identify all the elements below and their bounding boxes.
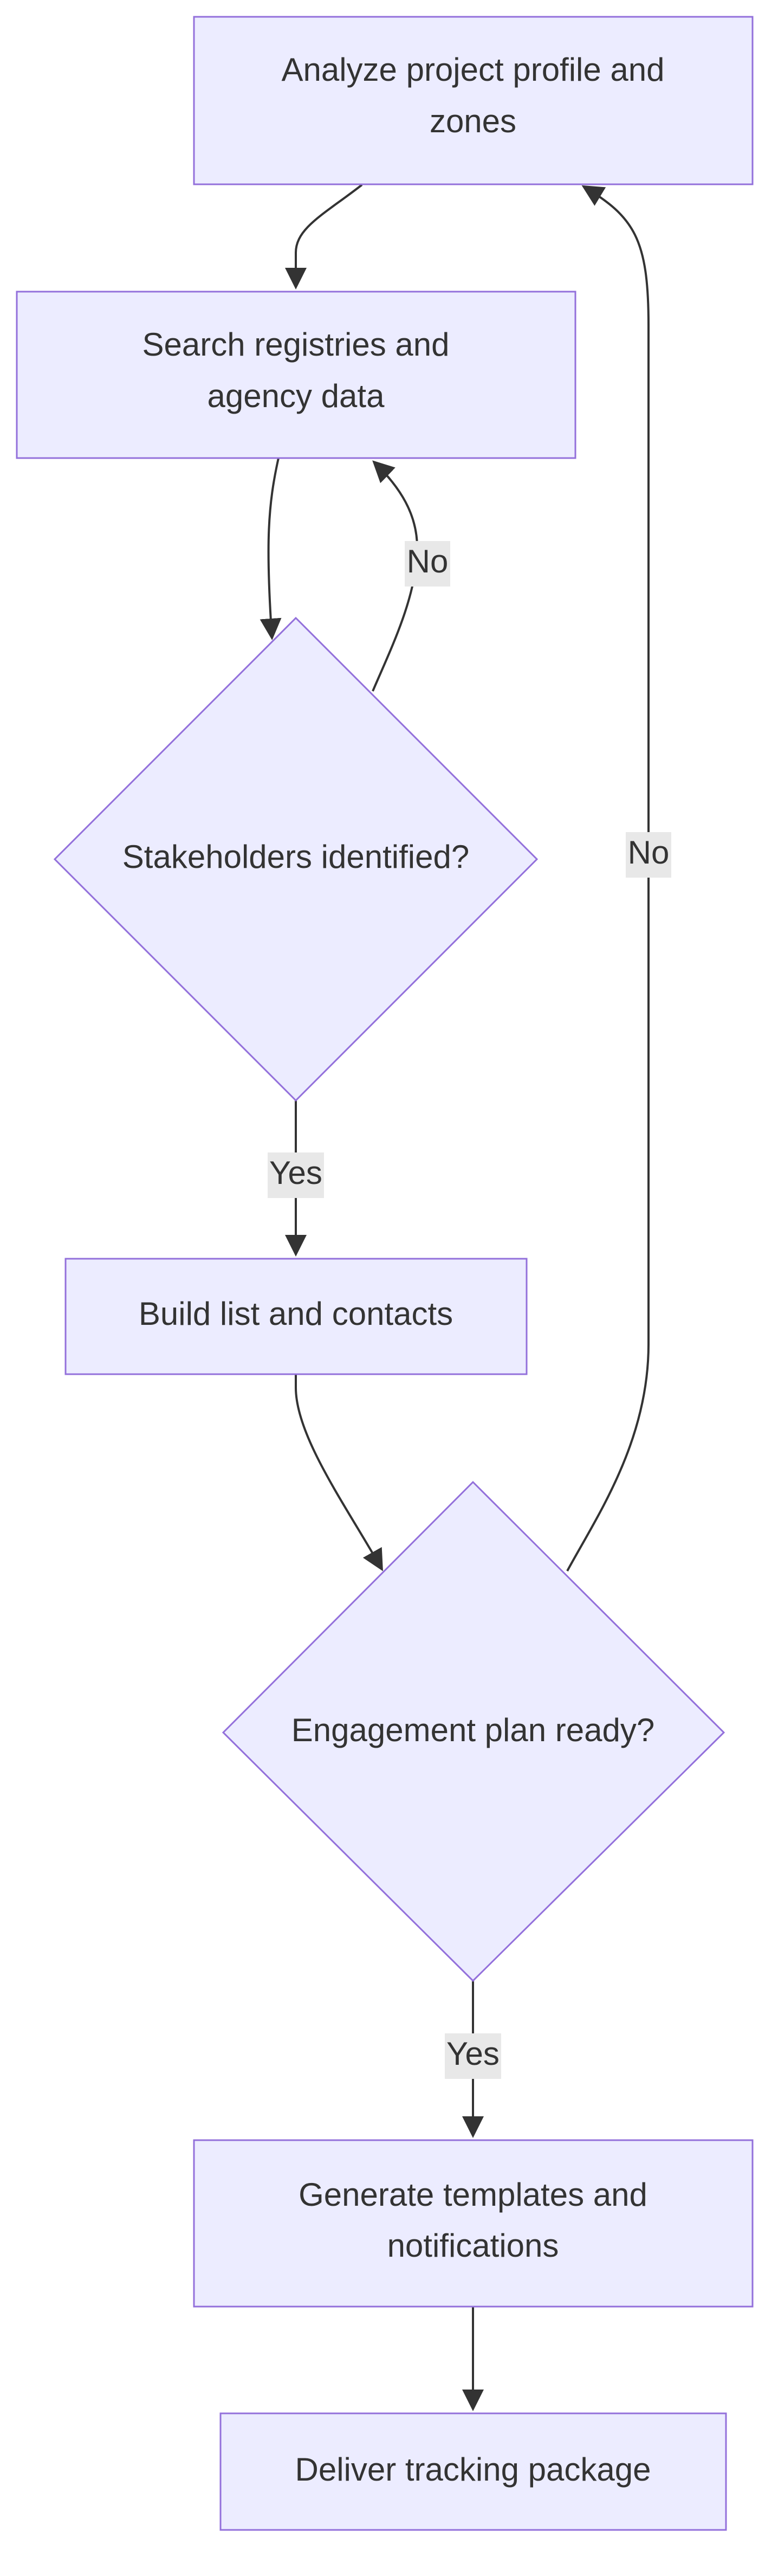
node-deliver-text: Deliver tracking package bbox=[295, 2451, 651, 2488]
node-engagement-text: Engagement plan ready? bbox=[291, 1712, 655, 1748]
edge-analyze-to-search bbox=[285, 184, 363, 289]
edge-label-stakeholders-yes-text: Yes bbox=[269, 1155, 322, 1191]
node-analyze-line-2: zones bbox=[430, 103, 516, 139]
node-deliver-package: Deliver tracking package bbox=[219, 2412, 727, 2531]
node-generate-line-1: Generate templates and bbox=[299, 2176, 647, 2213]
edge-label-engagement-no-text: No bbox=[628, 834, 670, 871]
node-build-list: Build list and contacts bbox=[64, 1258, 528, 1375]
node-search-line-2: agency data bbox=[208, 378, 385, 414]
node-search-line-1: Search registries and bbox=[142, 326, 450, 363]
nodes: Analyze project profile and zones Search… bbox=[16, 16, 754, 2531]
node-build-list-text: Build list and contacts bbox=[139, 1296, 453, 1332]
node-generate-templates: Generate templates and notifications bbox=[193, 2139, 754, 2308]
edge-label-stakeholders-no: No bbox=[405, 541, 450, 587]
node-engagement-decision: Engagement plan ready? bbox=[222, 1480, 725, 1982]
edge-build-to-engagement bbox=[295, 1374, 383, 1572]
edge-label-stakeholders-yes: Yes bbox=[268, 1152, 324, 1198]
edge-label-engagement-no: No bbox=[626, 832, 671, 878]
edge-engagement-no-to-analyze bbox=[566, 185, 650, 1572]
edge-label-engagement-yes: Yes bbox=[445, 2033, 501, 2079]
edge-search-to-stakeholders bbox=[260, 458, 282, 640]
node-stakeholders-decision: Stakeholders identified? bbox=[53, 616, 539, 1102]
node-search-registries: Search registries and agency data bbox=[16, 291, 576, 459]
edge-label-stakeholders-no-text: No bbox=[407, 543, 449, 579]
edge-label-engagement-yes-text: Yes bbox=[446, 2036, 500, 2072]
node-analyze-project: Analyze project profile and zones bbox=[193, 16, 754, 185]
edge-labels: No Yes No Yes bbox=[268, 541, 671, 2079]
node-generate-line-2: notifications bbox=[387, 2227, 559, 2264]
node-stakeholders-text: Stakeholders identified? bbox=[122, 839, 469, 875]
node-analyze-line-1: Analyze project profile and bbox=[281, 51, 664, 88]
